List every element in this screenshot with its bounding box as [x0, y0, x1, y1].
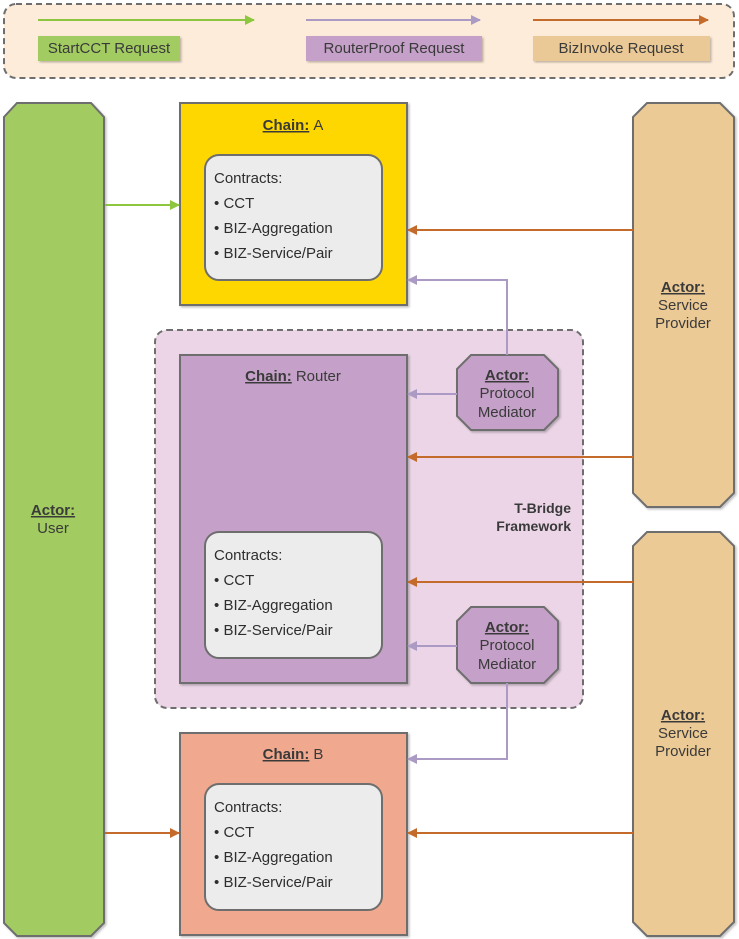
- actor-service-provider-1-name-line2: Provider: [655, 315, 711, 332]
- actor-service-provider-1-name-line1: Service: [658, 297, 708, 314]
- chain-router-contract-item: • BIZ-Aggregation: [214, 597, 333, 614]
- arrow-mediator1-to-chain-a: [407, 275, 508, 355]
- chain-router-contract-item: • CCT: [214, 572, 254, 589]
- chain-b-name: B: [313, 746, 323, 763]
- chain-router-name: Router: [296, 368, 341, 385]
- chain-a-contract-item: • BIZ-Service/Pair: [214, 245, 333, 262]
- actor-user-name: User: [37, 520, 69, 537]
- chain-router-prefix: Chain:: [245, 368, 292, 385]
- chain-b-prefix: Chain:: [263, 746, 310, 763]
- actor-protocol-mediator-1-name-line1: Protocol: [479, 385, 534, 402]
- legend-bizinvoke-swatch: [533, 36, 710, 61]
- chain-b-contract-item: • CCT: [214, 824, 254, 841]
- framework-label-line1: T-Bridge: [514, 500, 571, 516]
- actor-protocol-mediator-2-shape: [456, 606, 559, 684]
- chain-router-title: Chain:Router: [245, 368, 341, 385]
- actor-service-provider-2[interactable]: Actor: Service Provider: [632, 531, 735, 937]
- chain-b-contracts-box: [204, 783, 383, 911]
- actor-service-provider-1-shape: [632, 102, 735, 508]
- actor-user[interactable]: Actor: User: [3, 102, 105, 937]
- actor-protocol-mediator-2-name-line1: Protocol: [479, 637, 534, 654]
- actor-protocol-mediator-2[interactable]: Actor: Protocol Mediator: [456, 606, 559, 684]
- actor-service-provider-2-shape: [632, 531, 735, 937]
- legend-startcct-label: StartCCT Request: [48, 40, 171, 57]
- actor-protocol-mediator-1-prefix: Actor:: [485, 367, 529, 384]
- actor-service-provider-1[interactable]: Actor: Service Provider: [632, 102, 735, 508]
- chain-a-contract-list: • CCT • BIZ-Aggregation • BIZ-Service/Pa…: [214, 195, 333, 262]
- actor-protocol-mediator-1-shape: [456, 354, 559, 431]
- chain-b-contract-item: • BIZ-Service/Pair: [214, 874, 333, 891]
- chain-a-contracts-title: Contracts:: [214, 170, 282, 187]
- framework-label-line2: Framework: [496, 518, 571, 534]
- chain-router-contracts-box: [204, 531, 383, 659]
- legend: StartCCT Request RouterProof Request Biz…: [3, 3, 735, 79]
- actor-service-provider-2-prefix: Actor:: [661, 707, 705, 724]
- chain-a-prefix: Chain:: [263, 117, 310, 134]
- actor-service-provider-2-name-line2: Provider: [655, 743, 711, 760]
- chain-router-contract-item: • BIZ-Service/Pair: [214, 622, 333, 639]
- chain-a-contract-item: • CCT: [214, 195, 254, 212]
- chain-a-contract-item: • BIZ-Aggregation: [214, 220, 333, 237]
- legend-routerproof-swatch: [306, 36, 482, 61]
- actor-protocol-mediator-1[interactable]: Actor: Protocol Mediator: [456, 354, 559, 431]
- actor-protocol-mediator-1-name-line2: Mediator: [478, 404, 536, 421]
- legend-startcct-swatch: [38, 36, 180, 61]
- actor-service-provider-2-name-line1: Service: [658, 725, 708, 742]
- actor-protocol-mediator-2-prefix: Actor:: [485, 619, 529, 636]
- actor-protocol-mediator-2-name-line2: Mediator: [478, 656, 536, 673]
- chain-router-contracts-title: Contracts:: [214, 547, 282, 564]
- actor-service-provider-1-prefix: Actor:: [661, 279, 705, 296]
- chain-a-name: A: [313, 117, 323, 134]
- chain-a-title: Chain:A: [263, 117, 324, 134]
- actor-user-shape: [3, 102, 105, 937]
- chain-a-contracts-box: [204, 154, 383, 281]
- chain-b[interactable]: Chain:B Contracts: • CCT • BIZ-Aggregati…: [179, 732, 408, 936]
- chain-router[interactable]: Chain:Router Contracts: • CCT • BIZ-Aggr…: [179, 354, 408, 684]
- connectors: [105, 200, 633, 838]
- actor-user-prefix: Actor:: [31, 502, 75, 519]
- legend-routerproof-label: RouterProof Request: [324, 40, 466, 57]
- chain-b-title: Chain:B: [263, 746, 324, 763]
- chain-b-contracts-title: Contracts:: [214, 799, 282, 816]
- chain-a[interactable]: Chain:A Contracts: • CCT • BIZ-Aggregati…: [179, 102, 408, 306]
- arrow-mediator2-to-chain-b: [407, 683, 508, 764]
- legend-bizinvoke-label: BizInvoke Request: [558, 40, 684, 57]
- chain-b-contract-item: • BIZ-Aggregation: [214, 849, 333, 866]
- chain-router-contract-list: • CCT • BIZ-Aggregation • BIZ-Service/Pa…: [214, 572, 333, 639]
- chain-b-contract-list: • CCT • BIZ-Aggregation • BIZ-Service/Pa…: [214, 824, 333, 891]
